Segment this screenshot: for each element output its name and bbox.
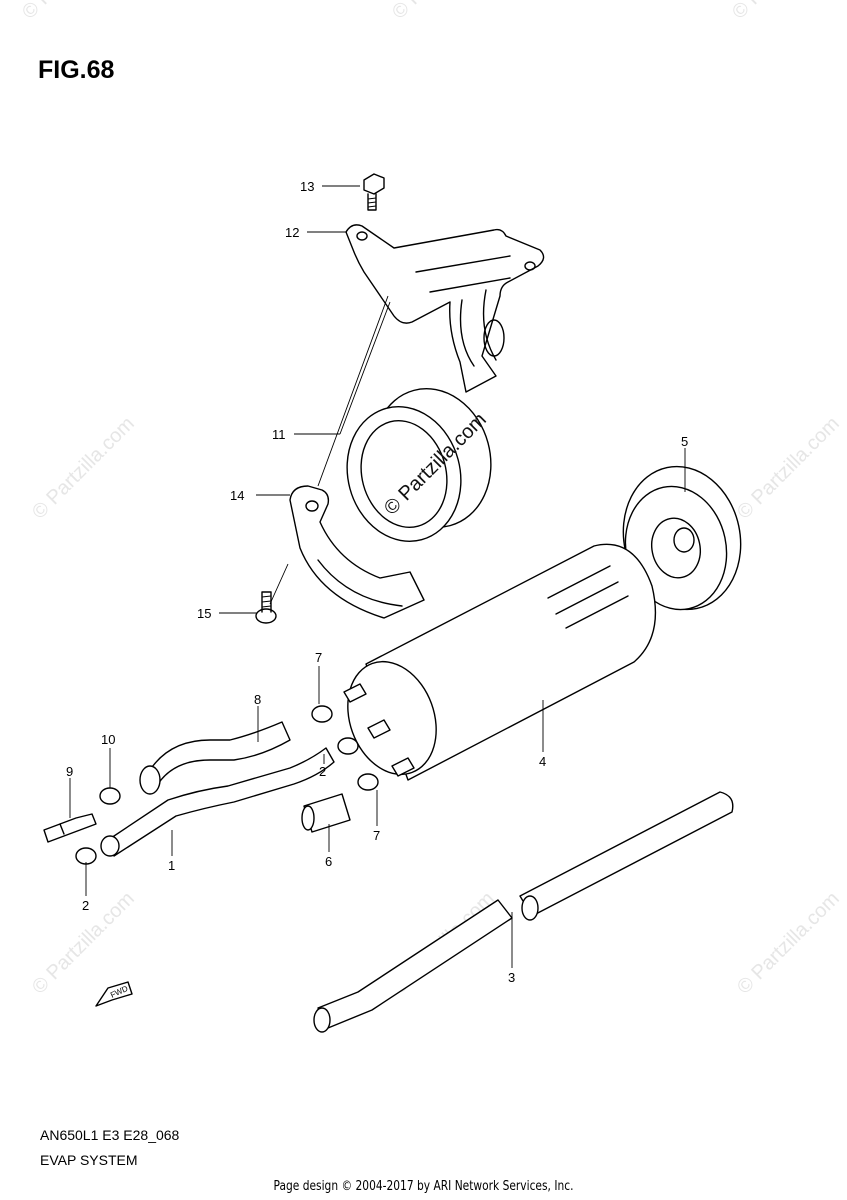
watermark-tr: © Partzilla.com: [728, 0, 839, 24]
callout-14: 14: [230, 488, 244, 503]
clamp-7-upper: [311, 705, 333, 723]
watermark-mr: © Partzilla.com: [733, 413, 844, 524]
clamp-7-lower: [357, 773, 379, 791]
part-4-canister: [343, 543, 657, 781]
part-8-hose: [139, 721, 291, 795]
callout-15: 15: [197, 606, 211, 621]
leader-lines: [69, 185, 686, 968]
callout-7-upper: 7: [315, 650, 322, 665]
callout-6: 6: [325, 854, 332, 869]
system-name: EVAP SYSTEM: [40, 1152, 138, 1168]
callouts: 13 12 11 14 15 5 4 8 7 10 9 1 2 6 2 7 3: [66, 179, 688, 985]
page-footer: Page design © 2004-2017 by ARI Network S…: [273, 1179, 574, 1194]
callout-7-lower: 7: [373, 828, 380, 843]
clamp-2-right: [337, 737, 359, 755]
callout-11: 11: [272, 427, 286, 442]
callout-10: 10: [101, 732, 115, 747]
callout-8: 8: [254, 692, 261, 707]
watermark-tl: © Partzilla.com: [18, 0, 129, 24]
watermark-br: © Partzilla.com: [733, 888, 844, 999]
callout-2-right: 2: [319, 764, 326, 779]
clamp-10: [99, 787, 121, 805]
fwd-arrow-icon: FWD: [95, 981, 133, 1007]
callout-9: 9: [66, 764, 73, 779]
canister-nipples: [343, 683, 415, 777]
watermark-ml: © Partzilla.com: [28, 413, 139, 524]
part-9-union: [43, 813, 97, 843]
part-12-bracket: [345, 224, 545, 393]
callout-3: 3: [508, 970, 515, 985]
callout-4: 4: [539, 754, 546, 769]
callout-13: 13: [300, 179, 314, 194]
part-15-screw: [255, 591, 277, 624]
callout-12: 12: [285, 225, 299, 240]
part-1-hose: [100, 747, 335, 857]
hose-clamps: [75, 705, 379, 865]
part-11-cushion: [346, 388, 492, 542]
callout-1: 1: [168, 858, 175, 873]
callout-5: 5: [681, 434, 688, 449]
part-14-bracket: [289, 485, 425, 619]
part-6-hose: [301, 793, 351, 833]
model-code: AN650L1 E3 E28_068: [40, 1127, 180, 1143]
callout-2-left: 2: [82, 898, 89, 913]
part-13-bolt: [363, 173, 385, 211]
figure-title: FIG.68: [38, 56, 115, 84]
watermark-tc: © Partzilla.com: [388, 0, 499, 24]
clamp-2-left: [75, 847, 97, 865]
